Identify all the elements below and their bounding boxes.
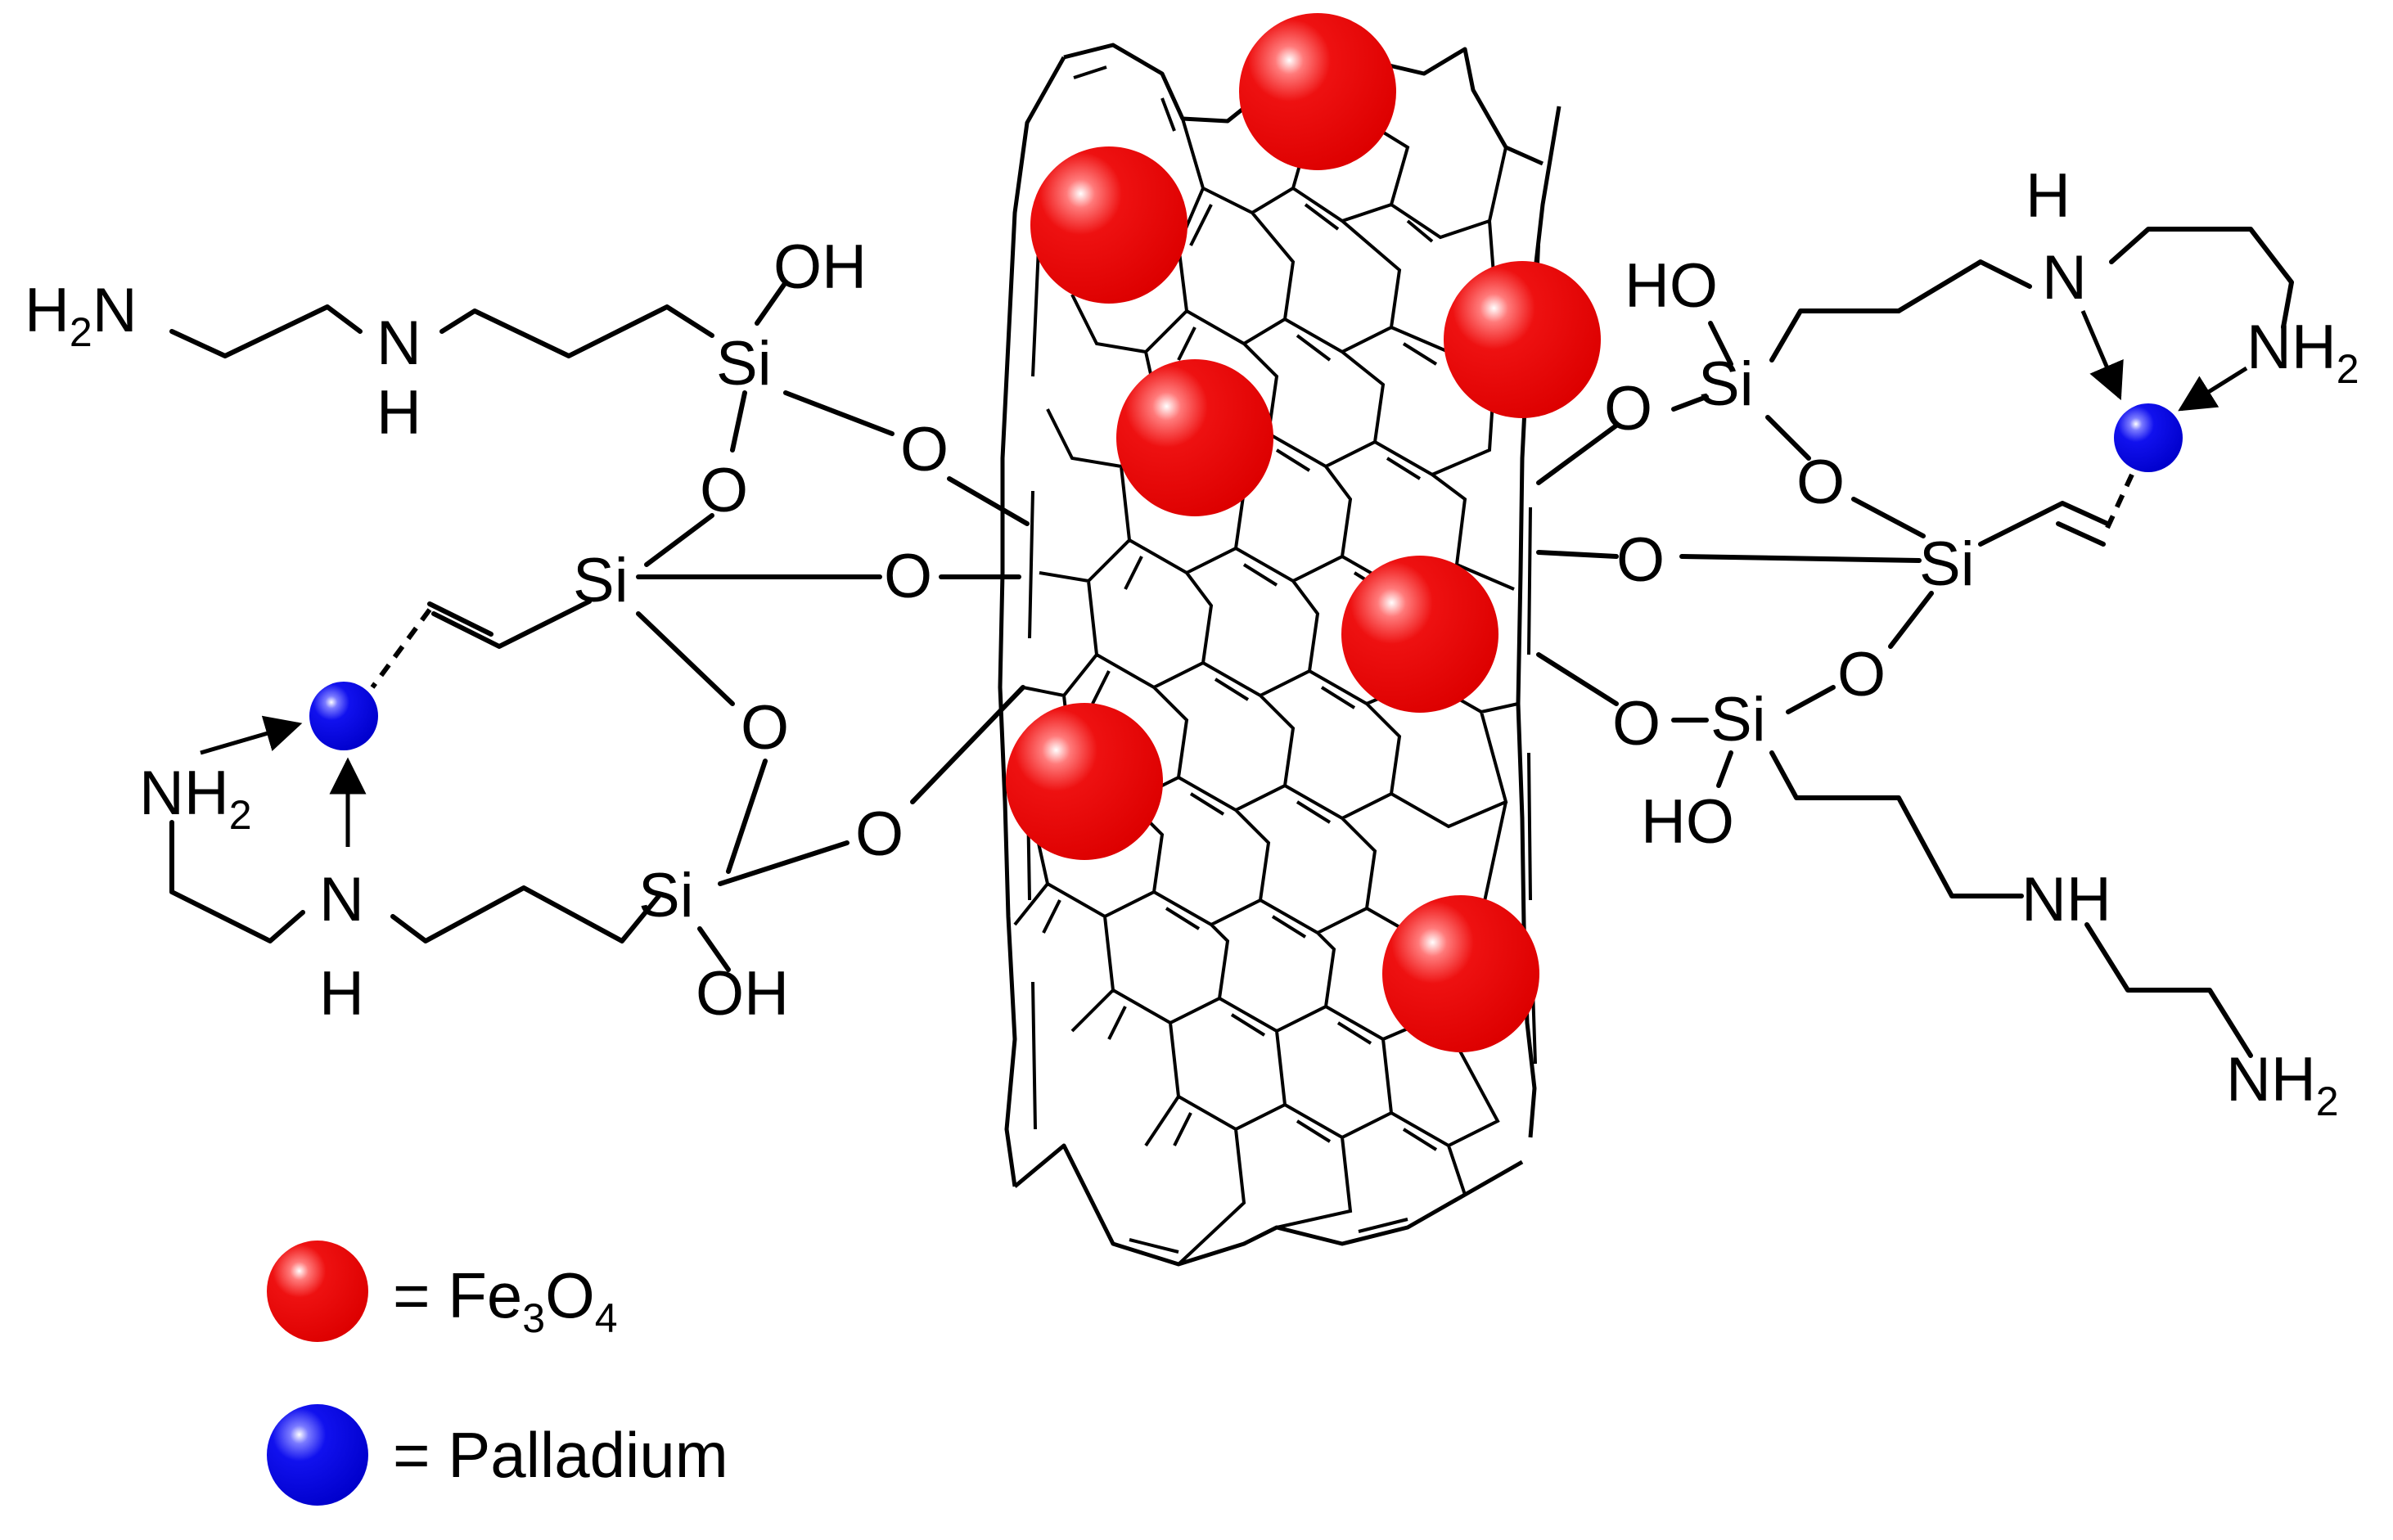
nanotube-double-bonds: [1025, 65, 1540, 1254]
legend-fe3o4-label: = Fe3O4: [393, 1259, 618, 1341]
right-bottom-nh2-label: NH2: [2226, 1045, 2339, 1124]
fe3o4-particle: [1444, 261, 1601, 418]
right-amine-n-label: N: [2042, 243, 2087, 313]
right-middle-ring-o-label: O: [1837, 640, 1886, 709]
legend-palladium-swatch: [267, 1404, 368, 1506]
right-middle-si-label: Si: [1919, 529, 1975, 599]
legend-fe3o4-swatch: [267, 1241, 368, 1342]
right-bottom-si-label: Si: [1710, 685, 1766, 754]
left-labels: H2N N H OH Si O O Si O O O NH2 Si N H OH: [25, 232, 949, 1029]
bottom-amine-n-label: N: [319, 865, 364, 934]
right-bottom-ho-label: HO: [1641, 787, 1734, 857]
h2n-label: H2N: [25, 276, 137, 355]
right-middle-o-label: O: [1616, 525, 1665, 595]
left-ligand-bonds: [169, 280, 1030, 972]
fe3o4-particle: [1030, 146, 1187, 304]
top-o-tube-label: O: [900, 415, 949, 484]
right-nh2-label: NH2: [2247, 313, 2359, 392]
legend-palladium-label: = Palladium: [393, 1419, 728, 1491]
fe3o4-particle: [1382, 895, 1539, 1052]
left-nh2-label: NH2: [139, 759, 252, 838]
fe3o4-particle: [1341, 556, 1498, 713]
right-top-ring-o-label: O: [1796, 448, 1845, 517]
bottom-si-label: Si: [638, 861, 694, 930]
middle-o-tube-label: O: [884, 542, 932, 611]
right-bottom-nh-label: NH: [2021, 865, 2111, 934]
right-top-o-tube-label: O: [1604, 374, 1652, 444]
right-amine-h-label: H: [2026, 161, 2071, 231]
amine-h-label: H: [376, 378, 421, 448]
top-si-label: Si: [716, 329, 772, 399]
right-bottom-o-tube-label: O: [1612, 689, 1661, 759]
fe3o4-particle: [1116, 359, 1273, 516]
right-top-ho-label: HO: [1625, 251, 1718, 321]
top-ring-o-label: O: [700, 456, 748, 525]
right-palladium-coordination: [2080, 310, 2248, 472]
middle-si-label: Si: [573, 546, 629, 615]
middle-ring-o-label: O: [741, 693, 789, 763]
fe3o4-particles: [1006, 13, 1601, 1052]
top-oh-label: OH: [773, 232, 867, 302]
nanotube-left-wall: [998, 56, 1066, 1187]
left-palladium-coordination: [200, 608, 432, 847]
amine-n-label: N: [376, 308, 421, 378]
palladium-particle: [2114, 403, 2183, 472]
nanotube-bottom-rim: [1013, 1143, 1524, 1267]
palladium-particle: [309, 682, 378, 750]
fe3o4-particle: [1006, 703, 1163, 860]
bottom-amine-h-label: H: [319, 959, 364, 1029]
right-top-si-label: Si: [1698, 349, 1754, 419]
legend: = Fe3O4 = Palladium: [267, 1241, 728, 1506]
bottom-oh-label: OH: [696, 959, 789, 1029]
fe3o4-particle: [1239, 13, 1396, 170]
right-ligand-bonds: [1536, 227, 2294, 1058]
right-labels: H N NH2 HO Si O O O Si O O Si HO NH NH2: [1604, 161, 2359, 1124]
bottom-o-tube-label: O: [855, 799, 904, 869]
